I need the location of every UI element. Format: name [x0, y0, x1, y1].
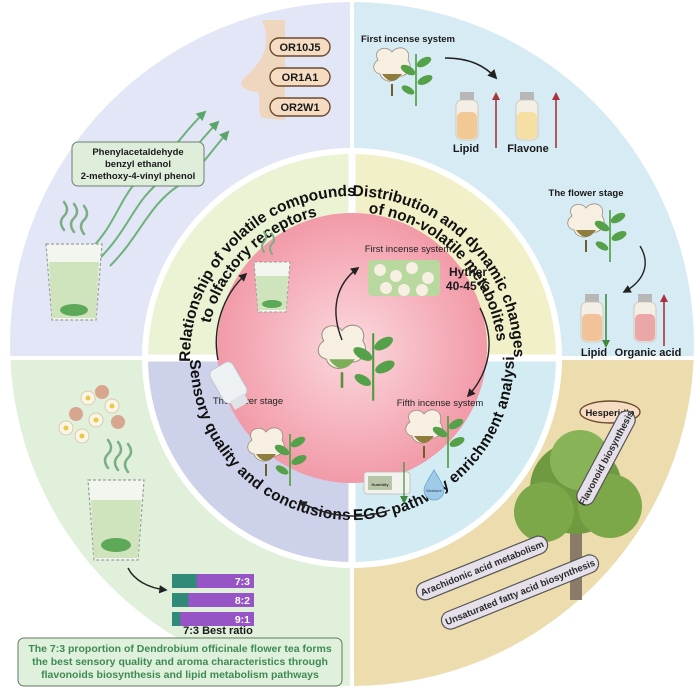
- steam-icon: [59, 200, 89, 236]
- receptor-pill: OR10J5: [269, 37, 331, 57]
- center-flower-plant-icon: [317, 324, 395, 401]
- vial-organic-acid-flower: [633, 294, 657, 343]
- ratio-bar-green: [172, 612, 181, 626]
- ratio-bar: 8:2: [172, 593, 254, 607]
- cycle-arrow: [335, 267, 360, 341]
- ratio-bars: 7:3 8:2 9:1: [172, 574, 254, 626]
- receptor-pill: OR2W1: [269, 97, 331, 117]
- metabolite-label: Flavone: [507, 143, 549, 155]
- flower-plant-icon: [567, 203, 627, 262]
- conclusion-line: the best sensory quality and aroma chara…: [32, 656, 328, 668]
- ratio-label: 7:3: [235, 576, 250, 588]
- conclusion-line: flavonoids biosynthesis and lipid metabo…: [41, 669, 319, 681]
- tea-leaves-icon: [101, 538, 131, 552]
- flower-plant-icon: [405, 409, 465, 468]
- metabolite-label: Lipid: [581, 347, 607, 359]
- hyther-label: Hyther: [449, 265, 487, 279]
- hyther-temp: 40-45°C: [446, 279, 490, 293]
- flow-arrow: [444, 57, 498, 80]
- receptor-label: OR1A1: [282, 72, 319, 84]
- flower-stage-label-top: The flower stage: [549, 188, 624, 199]
- conclusion-line: The 7:3 proportion of Dendrobium officin…: [28, 643, 332, 655]
- flow-arrow: [127, 567, 168, 594]
- compound-box: Phenylacetaldehyde benzyl ethanol 2-meth…: [71, 141, 205, 187]
- ratio-bar-purple: [172, 593, 254, 607]
- tea-leaves-icon: [60, 304, 88, 316]
- cycle-arrows: [215, 267, 490, 517]
- dried-flowers-icon: [58, 385, 125, 444]
- vial-lipid-first: [455, 92, 479, 141]
- flow-arrow: [622, 245, 646, 293]
- receptor-pill: OR1A1: [269, 67, 331, 87]
- ratio-bar-green: [172, 593, 189, 607]
- ratio-bar: 9:1: [172, 612, 254, 626]
- center-tea-cup: [253, 231, 291, 313]
- vial-lipid-flower: [580, 294, 604, 343]
- compound-label: 2-methoxy-4-vinyl phenol: [81, 171, 196, 182]
- receptor-label: OR10J5: [280, 42, 321, 54]
- first-incense-label-top: First incense system: [361, 34, 455, 45]
- flower-plant-icon: [373, 47, 433, 106]
- compound-label: benzyl ethanol: [105, 159, 171, 170]
- steam-icon: [103, 438, 133, 474]
- ratio-bar-purple: [172, 612, 254, 626]
- metabolite-label: Organic acid: [615, 347, 682, 359]
- ratio-label: 8:2: [235, 595, 250, 607]
- flower-pile-icon: [368, 260, 440, 296]
- hesperidin-label: Hesperidin: [585, 408, 634, 419]
- receptor-label: OR2W1: [280, 102, 319, 114]
- compound-label: Phenylacetaldehyde: [92, 147, 183, 158]
- moisture-drop-icon: Moisture: [423, 469, 445, 501]
- cycle-arrow: [215, 272, 248, 361]
- ratio-label: 9:1: [235, 614, 250, 626]
- ratio-bar-green: [172, 574, 197, 588]
- moisture-label: Moisture: [426, 488, 442, 493]
- bottle-icon: [209, 361, 249, 411]
- tea-cup-bottom-left: [87, 438, 145, 561]
- humidity-meter-icon: Humidity: [363, 471, 411, 495]
- flower-plant-icon: [247, 427, 307, 486]
- steam-icon: [261, 231, 275, 255]
- vial-flavone-first: [515, 92, 539, 141]
- cycle-arrow: [466, 307, 490, 398]
- cycle-arrow: [298, 501, 391, 517]
- best-ratio-caption: 7:3 Best ratio: [183, 625, 253, 637]
- conclusion-box: The 7:3 proportion of Dendrobium officin…: [17, 637, 343, 687]
- humidity-label: Humidity: [371, 482, 389, 487]
- receptor-list: OR10J5 OR1A1 OR2W1: [269, 37, 331, 117]
- ratio-bar: 7:3: [172, 574, 254, 588]
- metabolite-label: Lipid: [453, 143, 479, 155]
- tea-cup-top-left: [45, 200, 103, 321]
- center-first-incense-label: First incense system: [365, 244, 452, 255]
- center-fifth-incense-label: Fifth incense system: [397, 398, 484, 409]
